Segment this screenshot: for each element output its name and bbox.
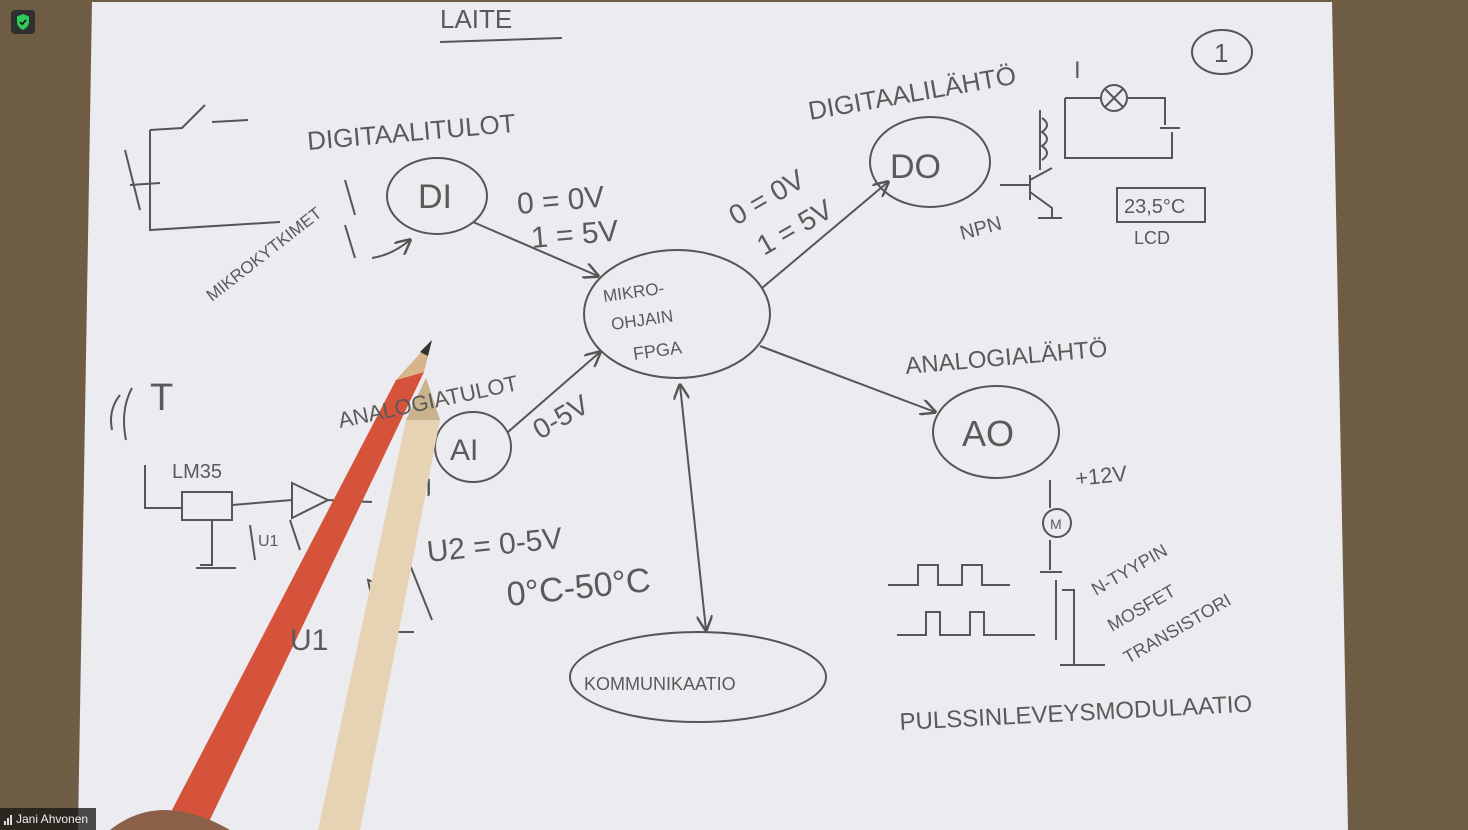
ao-node-label: AO (962, 413, 1014, 454)
lcd-value: 23,5°C (1124, 196, 1185, 218)
signal-bars-icon (4, 814, 12, 825)
security-badge[interactable] (11, 10, 35, 34)
ai-node (434, 411, 512, 483)
pencil-red (172, 340, 432, 828)
current-label: I (1074, 57, 1081, 84)
u1-bottom-label: U1 (290, 624, 328, 657)
page-title: LAITE (440, 4, 512, 34)
sensor-label: LM35 (172, 461, 222, 483)
temp-symbol: T (150, 377, 173, 419)
presenter-hand (110, 810, 230, 830)
shield-check-icon (17, 14, 29, 30)
lcd-label: LCD (1134, 228, 1170, 248)
motor-symbol (1042, 508, 1072, 538)
lcd-box (1116, 187, 1206, 223)
do-node-label: DO (890, 148, 941, 186)
ao-node (932, 385, 1060, 479)
communication-label: KOMMUNIKAATIO (584, 674, 736, 694)
di-node (386, 157, 488, 235)
participant-name: Jani Ahvonen (16, 812, 89, 826)
page-number: 1 (1214, 38, 1228, 68)
supply-label: +12V (1074, 461, 1129, 491)
ai-node-label: AI (450, 434, 478, 467)
participant-name-bar: Jani Ahvonen (0, 808, 97, 830)
do-node (869, 116, 991, 208)
di-level-0: 0 = 0V (516, 180, 606, 221)
u1-label: U1 (258, 533, 279, 550)
di-node-label: DI (418, 178, 452, 216)
pencil-tan (318, 378, 440, 830)
microcontroller-node (583, 249, 771, 379)
motor-label: M (1050, 516, 1062, 532)
di-level-1: 1 = 5V (530, 214, 620, 255)
